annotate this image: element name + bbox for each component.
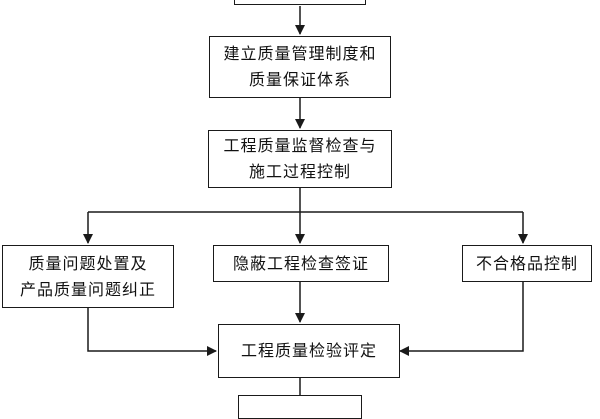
node-quality-issue-handling-label: 质量问题处置及 产品质量问题纠正 xyxy=(19,253,156,299)
node-supervision-control-label: 工程质量监督检查与 施工过程控制 xyxy=(223,136,377,181)
node-top-partial xyxy=(234,0,366,5)
node-establish-system: 建立质量管理制度和 质量保证体系 xyxy=(209,36,391,98)
node-concealed-inspection-label: 隐蔽工程检查签证 xyxy=(232,253,369,273)
node-nonconforming-control: 不合格品控制 xyxy=(462,245,592,282)
node-nonconforming-control-label: 不合格品控制 xyxy=(475,253,578,273)
node-quality-evaluation-label: 工程质量检验评定 xyxy=(240,341,377,360)
node-supervision-control: 工程质量监督检查与 施工过程控制 xyxy=(208,130,392,188)
node-concealed-inspection: 隐蔽工程检查签证 xyxy=(213,245,389,282)
node-bottom-partial xyxy=(238,395,362,419)
node-establish-system-label: 建立质量管理制度和 质量保证体系 xyxy=(223,44,377,89)
node-quality-issue-handling: 质量问题处置及 产品质量问题纠正 xyxy=(2,245,174,308)
edge-quality-issue-to-evaluation xyxy=(87,308,217,356)
edge-nonconforming-to-evaluation xyxy=(399,282,524,356)
node-quality-evaluation: 工程质量检验评定 xyxy=(218,324,400,378)
flowchart-connectors xyxy=(83,6,528,395)
